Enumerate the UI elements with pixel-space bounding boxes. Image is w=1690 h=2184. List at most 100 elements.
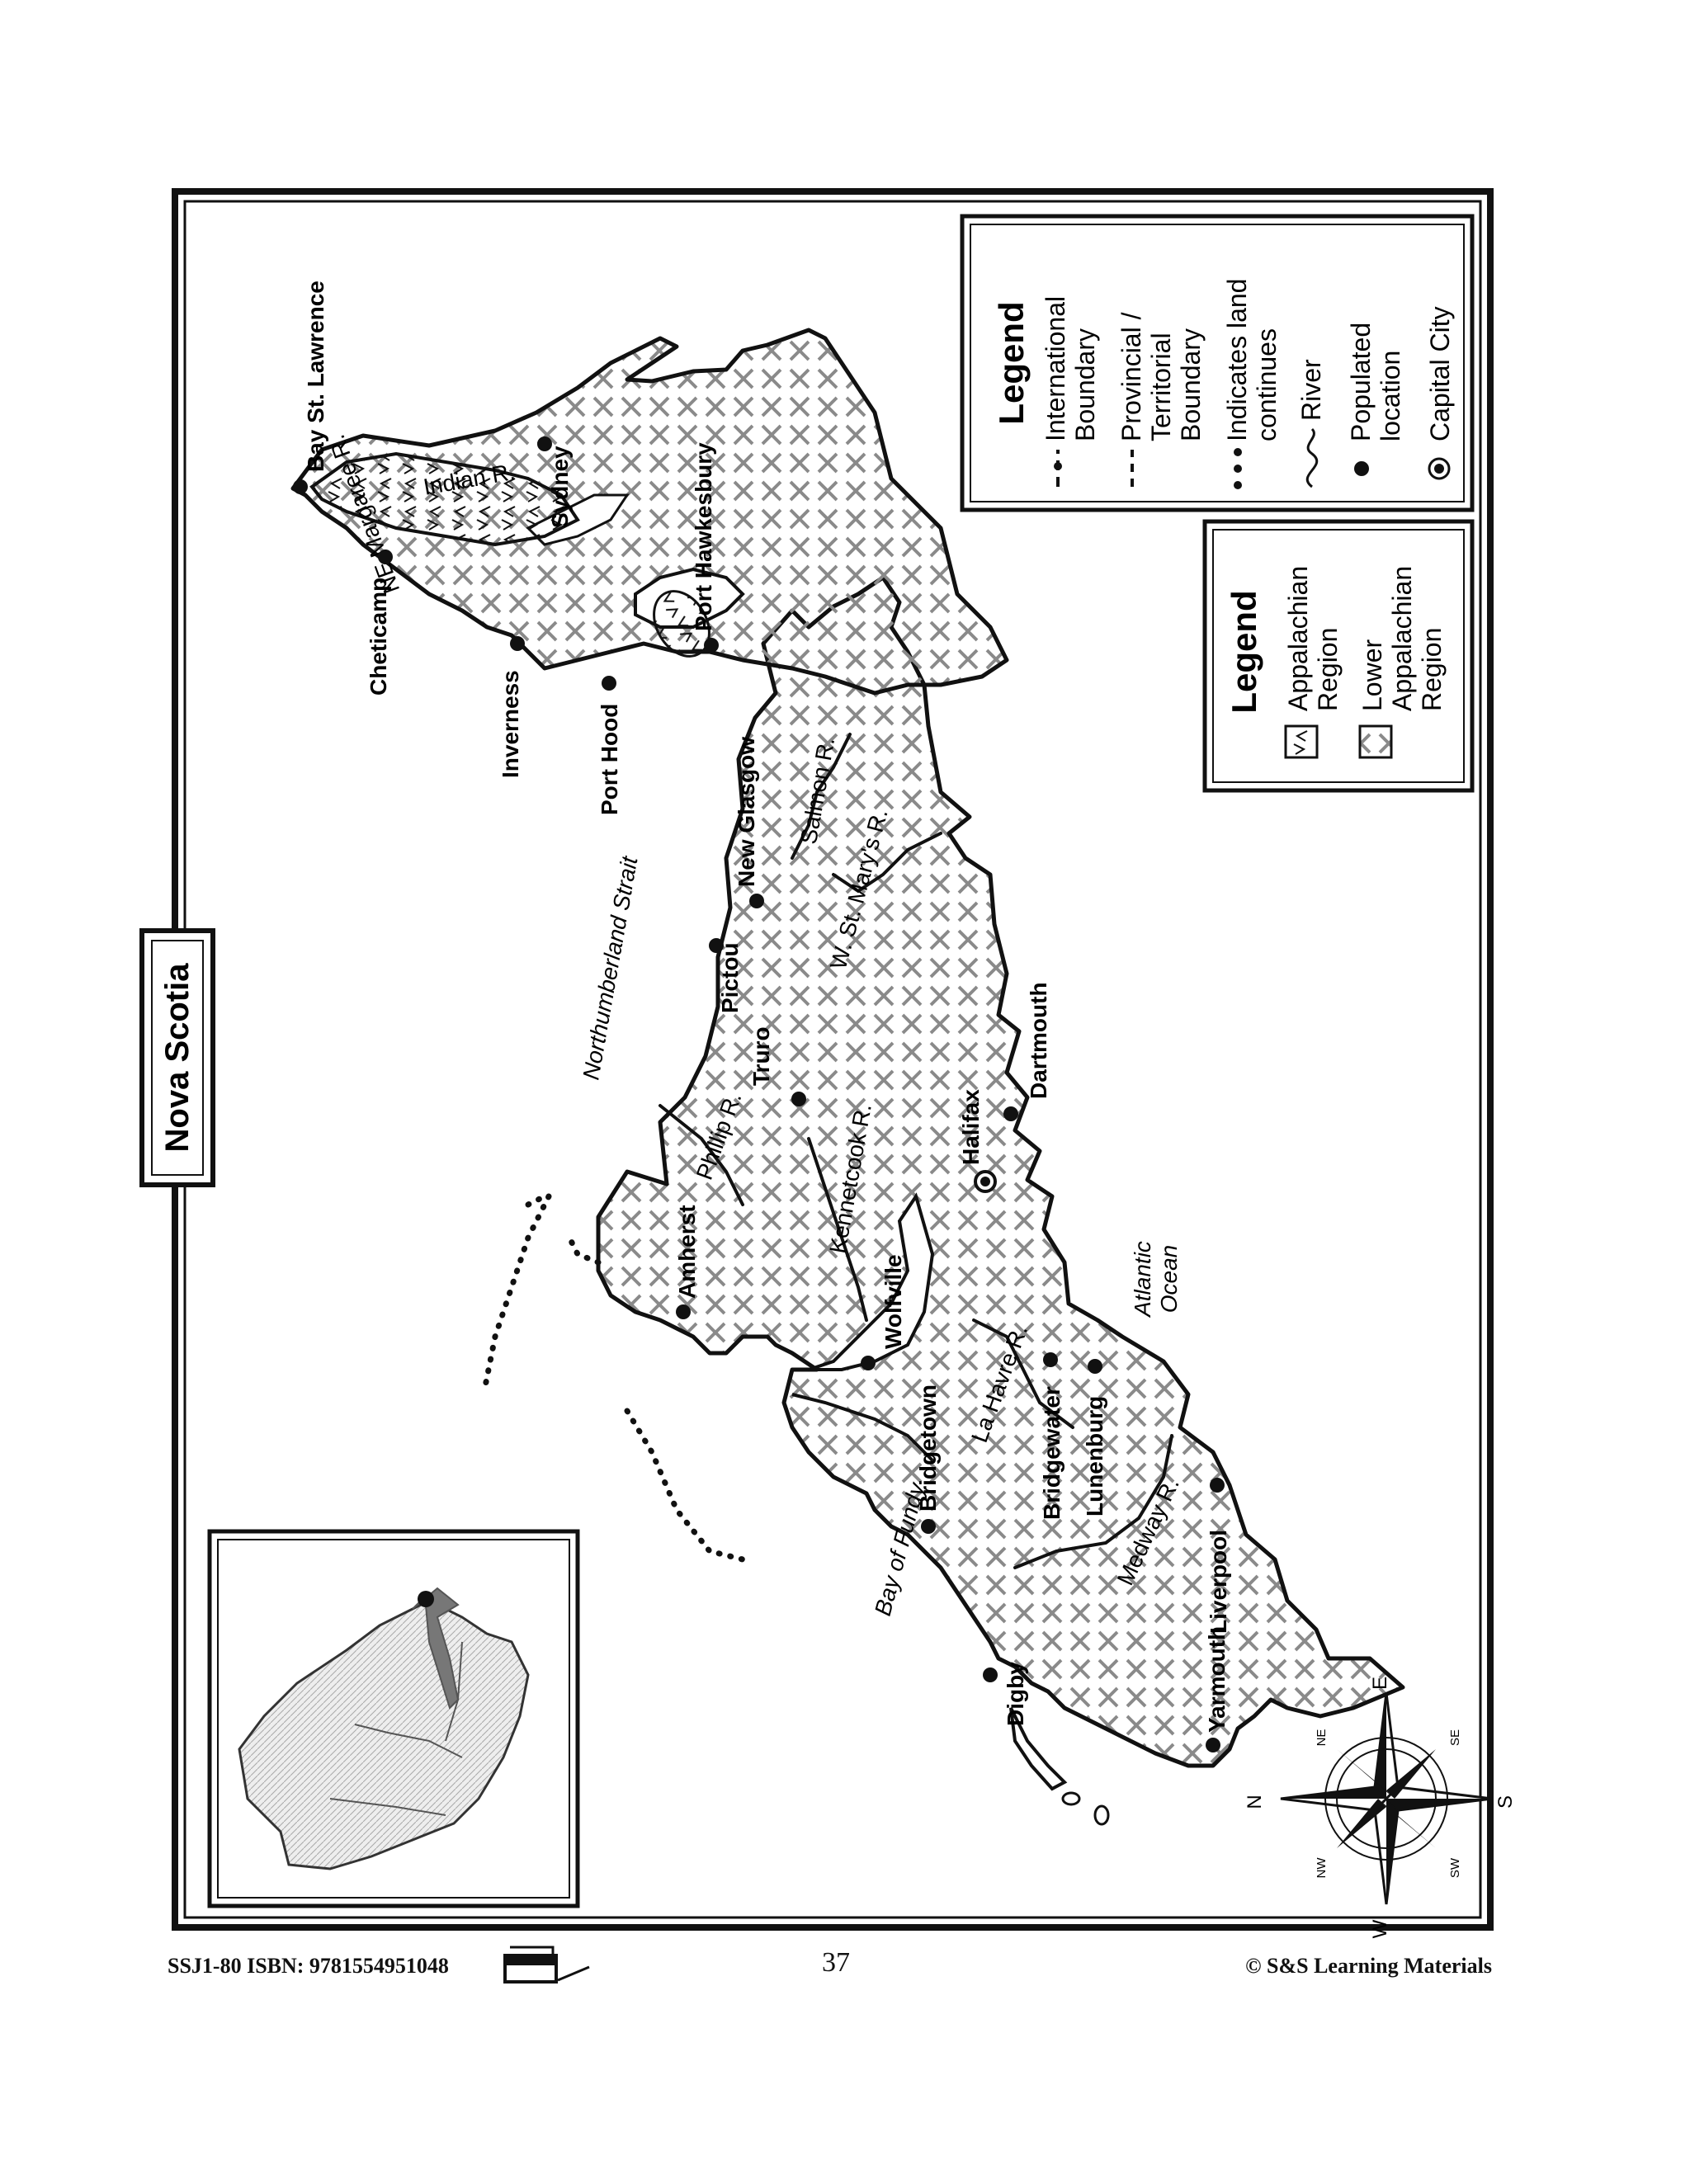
footer-isbn: SSJ1-80 ISBN: 9781554951048 bbox=[168, 1954, 449, 1978]
dot-port-hood bbox=[602, 676, 616, 691]
legend-river: River bbox=[1296, 359, 1326, 421]
label-bay-st-lawrence: Bay St. Lawrence bbox=[303, 281, 328, 472]
dot-inverness bbox=[510, 636, 525, 651]
inset-canada-map bbox=[207, 1529, 580, 1908]
dot-bridgewater bbox=[1043, 1352, 1058, 1367]
legend-appalachian-1: Appalachian bbox=[1283, 566, 1313, 711]
land-continues-dots bbox=[482, 1193, 746, 1563]
dot-port-hawkesbury bbox=[704, 638, 719, 653]
label-bridgewater: Bridgewater bbox=[1039, 1386, 1065, 1520]
label-port-hood: Port Hood bbox=[597, 704, 622, 815]
digby-islands bbox=[1009, 1707, 1110, 1826]
legend-continues-1: Indicates land bbox=[1222, 279, 1252, 441]
compass-sw: SW bbox=[1448, 1857, 1462, 1878]
dot-wolfville bbox=[861, 1356, 876, 1370]
compass-nw: NW bbox=[1315, 1857, 1329, 1879]
label-digby: Digby bbox=[1003, 1662, 1028, 1726]
la-havre-river bbox=[972, 1318, 1074, 1429]
label-sydney: Sydney bbox=[547, 446, 573, 528]
provincial-boundary bbox=[597, 1270, 612, 1296]
label-port-hawkesbury: Port Hawkesbury bbox=[691, 442, 716, 631]
inset-marker bbox=[418, 1591, 434, 1607]
reproducible-icon bbox=[503, 1946, 590, 1984]
label-truro: Truro bbox=[748, 1026, 774, 1086]
title-box: Nova Scotia bbox=[139, 928, 215, 1187]
city-labels: Bay St. Lawrence Cheticamp Sydney Invern… bbox=[303, 281, 1231, 1733]
phillip-river bbox=[659, 1104, 744, 1206]
dot-liverpool bbox=[1210, 1478, 1225, 1493]
international-boundary-icon bbox=[1054, 450, 1062, 487]
label-amherst: Amherst bbox=[674, 1205, 700, 1299]
compass-se: SE bbox=[1448, 1729, 1462, 1746]
st-marys-river bbox=[832, 832, 942, 894]
map-title: Nova Scotia bbox=[159, 963, 196, 1153]
label-liverpool: Liverpool bbox=[1206, 1530, 1231, 1634]
dot-dartmouth bbox=[1003, 1106, 1018, 1121]
land-continues-icon bbox=[1234, 448, 1242, 489]
compass-s: S bbox=[1494, 1795, 1517, 1809]
legend-provincial-2: Territorial bbox=[1146, 333, 1176, 441]
lower-appalachian-swatch bbox=[1358, 724, 1393, 759]
label-yarmouth: Yarmouth bbox=[1204, 1626, 1230, 1733]
label-pictou: Pictou bbox=[717, 942, 743, 1013]
legend-capital: Capital City bbox=[1425, 306, 1455, 441]
legend-symbols-heading: Legend bbox=[992, 301, 1031, 424]
appalachian-swatch bbox=[1284, 724, 1319, 759]
dot-digby bbox=[983, 1667, 998, 1682]
city-dots bbox=[293, 436, 1225, 1752]
dot-pictou bbox=[709, 938, 724, 953]
footer-copyright: © S&S Learning Materials bbox=[1245, 1954, 1492, 1978]
label-new-glasgow: New Glasgow bbox=[734, 737, 759, 887]
label-halifax: Halifax bbox=[958, 1089, 984, 1165]
legend-continues-2: continues bbox=[1252, 328, 1282, 441]
page-number: 37 bbox=[822, 1947, 850, 1978]
dot-bay-st-lawrence bbox=[293, 479, 308, 494]
medway-river bbox=[1013, 1434, 1173, 1569]
label-cheticamp: Cheticamp bbox=[366, 578, 391, 696]
legend-appalachian-2: Region bbox=[1313, 628, 1343, 711]
dot-lunenburg bbox=[1088, 1359, 1102, 1374]
legend-regions: Legend Appalachian Region Lower Appalach… bbox=[1202, 519, 1475, 793]
compass-ne: NE bbox=[1315, 1729, 1329, 1747]
dot-sydney bbox=[537, 436, 552, 451]
compass-n: N bbox=[1244, 1795, 1266, 1809]
compass-e: E bbox=[1369, 1677, 1391, 1690]
label-atlantic-1: Atlantic bbox=[1130, 1241, 1155, 1318]
label-lunenburg: Lunenburg bbox=[1082, 1396, 1107, 1517]
legend-international-1: International bbox=[1041, 296, 1070, 441]
dot-bridgetown bbox=[921, 1519, 936, 1534]
legend-provincial-3: Boundary bbox=[1176, 328, 1206, 441]
legend-populated-2: location bbox=[1376, 351, 1405, 441]
populated-location-icon bbox=[1354, 461, 1369, 476]
dot-yarmouth bbox=[1206, 1738, 1220, 1752]
legend-lower-1: Lower bbox=[1357, 639, 1387, 712]
label-inverness: Inverness bbox=[498, 670, 523, 778]
cape-breton-island bbox=[290, 328, 1009, 696]
legend-lower-3: Region bbox=[1417, 628, 1447, 711]
compass-w: W bbox=[1369, 1919, 1391, 1938]
dot-new-glasgow bbox=[749, 894, 764, 908]
legend-symbols: Legend International Boundary Provincial… bbox=[960, 214, 1475, 512]
label-dartmouth: Dartmouth bbox=[1026, 982, 1051, 1099]
dot-truro bbox=[791, 1092, 806, 1106]
salmon-river bbox=[791, 733, 852, 860]
legend-populated-1: Populated bbox=[1346, 323, 1376, 441]
dot-halifax bbox=[980, 1177, 990, 1186]
dot-cheticamp bbox=[378, 550, 393, 564]
capital-city-icon bbox=[1428, 457, 1451, 480]
dot-amherst bbox=[676, 1304, 691, 1319]
label-wolfville: Wolfville bbox=[880, 1254, 906, 1349]
label-bridgetown: Bridgetown bbox=[915, 1384, 941, 1512]
compass-rose: N S E W NE SE NW SW bbox=[1244, 1677, 1517, 1938]
label-atlantic-2: Ocean bbox=[1156, 1245, 1182, 1314]
river-icon bbox=[1305, 427, 1319, 488]
kennetcook-river bbox=[807, 1137, 868, 1322]
legend-regions-heading: Legend bbox=[1225, 590, 1263, 713]
legend-provincial-1: Provincial / bbox=[1116, 312, 1146, 441]
label-northumberland: Northumberland Strait bbox=[578, 854, 642, 1082]
legend-lower-2: Appalachian bbox=[1387, 566, 1417, 711]
rivers bbox=[659, 733, 1173, 1569]
inset-arrow bbox=[412, 1587, 460, 1710]
